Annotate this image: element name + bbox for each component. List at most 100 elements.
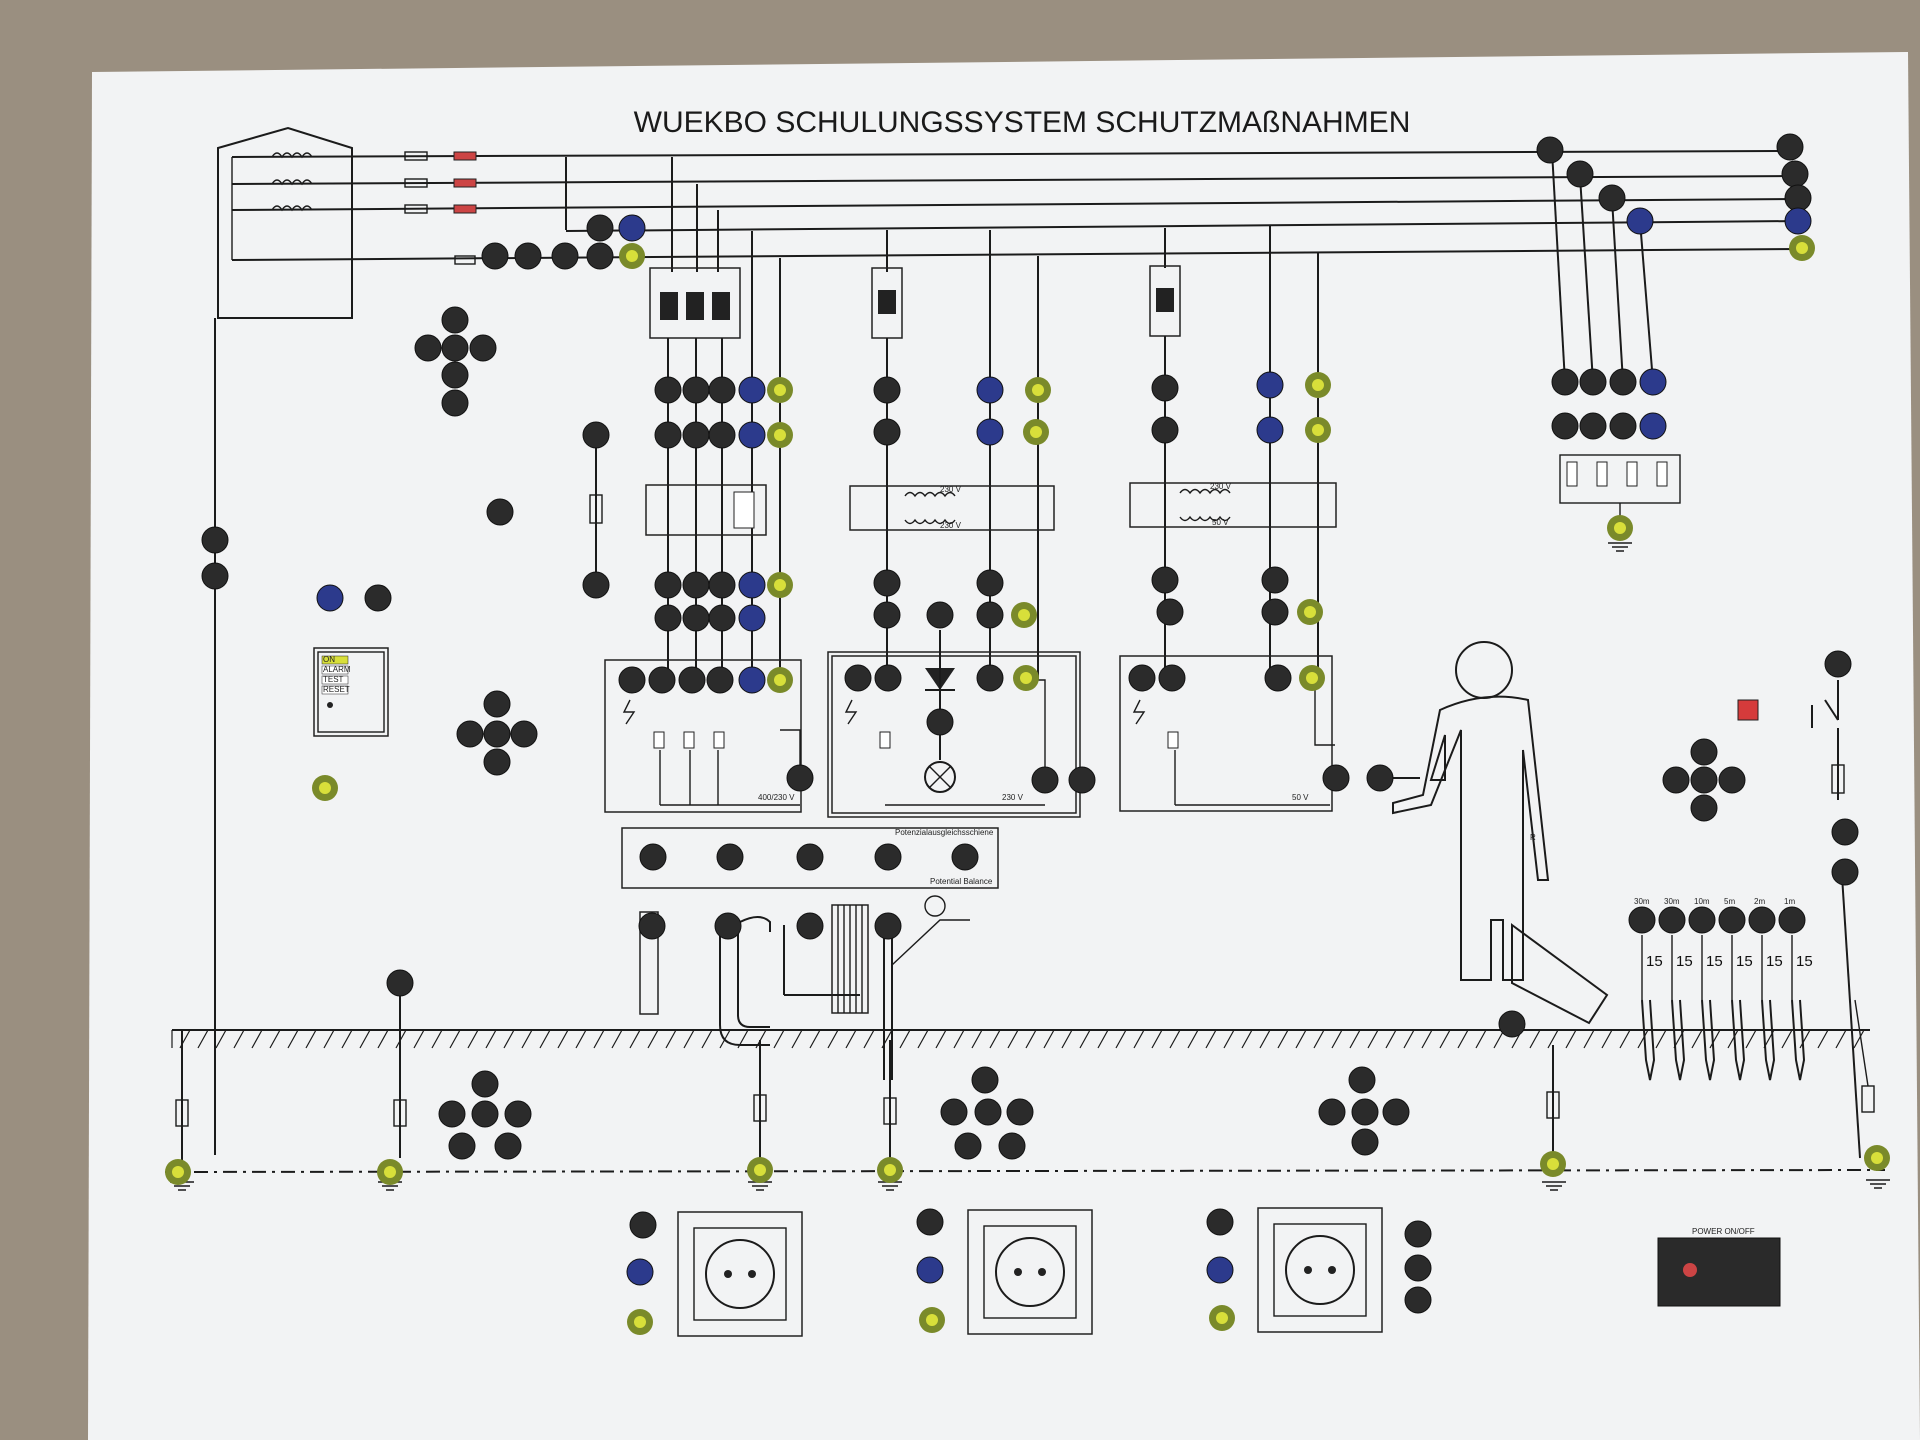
socket-jack[interactable] (708, 604, 736, 632)
pe-jack[interactable] (1540, 1151, 1566, 1177)
socket-jack[interactable] (1151, 416, 1179, 444)
socket-jack[interactable] (874, 912, 902, 940)
socket-jack[interactable] (1718, 906, 1746, 934)
socket-jack[interactable] (916, 1208, 944, 1236)
socket-jack[interactable] (873, 601, 901, 629)
socket-jack[interactable] (708, 421, 736, 449)
socket-jack[interactable] (874, 843, 902, 871)
socket-jack[interactable] (201, 526, 229, 554)
socket-jack[interactable] (471, 1070, 499, 1098)
socket-jack[interactable] (414, 334, 442, 362)
socket-jack[interactable] (926, 708, 954, 736)
neutral-jack[interactable] (316, 584, 344, 612)
socket-jack[interactable] (504, 1100, 532, 1128)
socket-jack[interactable] (638, 912, 666, 940)
socket-jack[interactable] (486, 498, 514, 526)
pe-jack[interactable] (767, 572, 793, 598)
socket-jack[interactable] (998, 1132, 1026, 1160)
neutral-jack[interactable] (1784, 207, 1812, 235)
socket-jack[interactable] (441, 361, 469, 389)
socket-jack[interactable] (1776, 133, 1804, 161)
socket-jack[interactable] (873, 376, 901, 404)
socket-jack[interactable] (708, 571, 736, 599)
socket-jack[interactable] (364, 584, 392, 612)
socket-jack[interactable] (510, 720, 538, 748)
neutral-jack[interactable] (976, 376, 1004, 404)
neutral-jack[interactable] (626, 1258, 654, 1286)
socket-jack[interactable] (1658, 906, 1686, 934)
socket-jack[interactable] (1068, 766, 1096, 794)
socket-jack[interactable] (1598, 184, 1626, 212)
socket-jack[interactable] (1128, 664, 1156, 692)
socket-jack[interactable] (682, 376, 710, 404)
socket-jack[interactable] (796, 912, 824, 940)
socket-jack[interactable] (844, 664, 872, 692)
socket-jack[interactable] (448, 1132, 476, 1160)
socket-jack[interactable] (618, 666, 646, 694)
pe-jack[interactable] (1299, 665, 1325, 691)
socket-jack[interactable] (1031, 766, 1059, 794)
socket-jack[interactable] (1261, 566, 1289, 594)
socket-jack[interactable] (1831, 818, 1859, 846)
neutral-jack[interactable] (1639, 412, 1667, 440)
pe-jack[interactable] (767, 377, 793, 403)
pe-jack[interactable] (919, 1307, 945, 1333)
neutral-jack[interactable] (916, 1256, 944, 1284)
neutral-jack[interactable] (1256, 416, 1284, 444)
jacks[interactable] (165, 133, 1890, 1335)
socket-jack[interactable] (873, 569, 901, 597)
socket-jack[interactable] (682, 604, 710, 632)
socket-jack[interactable] (469, 334, 497, 362)
socket-jack[interactable] (1151, 566, 1179, 594)
pe-jack[interactable] (1789, 235, 1815, 261)
socket-jack[interactable] (386, 969, 414, 997)
socket-jack[interactable] (1690, 738, 1718, 766)
socket-jack[interactable] (1264, 664, 1292, 692)
neutral-jack[interactable] (1206, 1256, 1234, 1284)
socket-jack[interactable] (1609, 368, 1637, 396)
socket-jack[interactable] (714, 912, 742, 940)
socket-jack[interactable] (483, 690, 511, 718)
socket-jack[interactable] (1824, 650, 1852, 678)
socket-jack[interactable] (1404, 1254, 1432, 1282)
socket-jack[interactable] (654, 376, 682, 404)
pe-jack[interactable] (1025, 377, 1051, 403)
neutral-jack[interactable] (1639, 368, 1667, 396)
pe-jack[interactable] (1305, 372, 1331, 398)
socket-jack[interactable] (551, 242, 579, 270)
socket-jack[interactable] (471, 1100, 499, 1128)
pe-jack[interactable] (1297, 599, 1323, 625)
socket-jack[interactable] (1688, 906, 1716, 934)
pe-jack[interactable] (877, 1157, 903, 1183)
socket-jack[interactable] (1662, 766, 1690, 794)
socket-jack[interactable] (654, 421, 682, 449)
socket-jack[interactable] (926, 601, 954, 629)
pe-jack[interactable] (1305, 417, 1331, 443)
socket-jack[interactable] (441, 306, 469, 334)
socket-jack[interactable] (708, 376, 736, 404)
socket-jack[interactable] (951, 843, 979, 871)
socket-jack[interactable] (976, 601, 1004, 629)
socket-jack[interactable] (874, 664, 902, 692)
neutral-jack[interactable] (976, 418, 1004, 446)
socket-jack[interactable] (586, 242, 614, 270)
neutral-jack[interactable] (738, 604, 766, 632)
pe-jack[interactable] (747, 1157, 773, 1183)
pe-jack[interactable] (1209, 1305, 1235, 1331)
neutral-jack[interactable] (738, 666, 766, 694)
socket-jack[interactable] (654, 571, 682, 599)
socket-jack[interactable] (456, 720, 484, 748)
pe-jack[interactable] (627, 1309, 653, 1335)
socket-jack[interactable] (1690, 766, 1718, 794)
socket-jack[interactable] (1778, 906, 1806, 934)
pe-jack[interactable] (619, 243, 645, 269)
socket-jack[interactable] (1261, 598, 1289, 626)
socket-jack[interactable] (1551, 412, 1579, 440)
pe-jack[interactable] (1013, 665, 1039, 691)
pe-jack[interactable] (1023, 419, 1049, 445)
neutral-jack[interactable] (1256, 371, 1284, 399)
socket-jack[interactable] (716, 843, 744, 871)
socket-jack[interactable] (483, 720, 511, 748)
socket-jack[interactable] (1718, 766, 1746, 794)
socket-jack[interactable] (1551, 368, 1579, 396)
